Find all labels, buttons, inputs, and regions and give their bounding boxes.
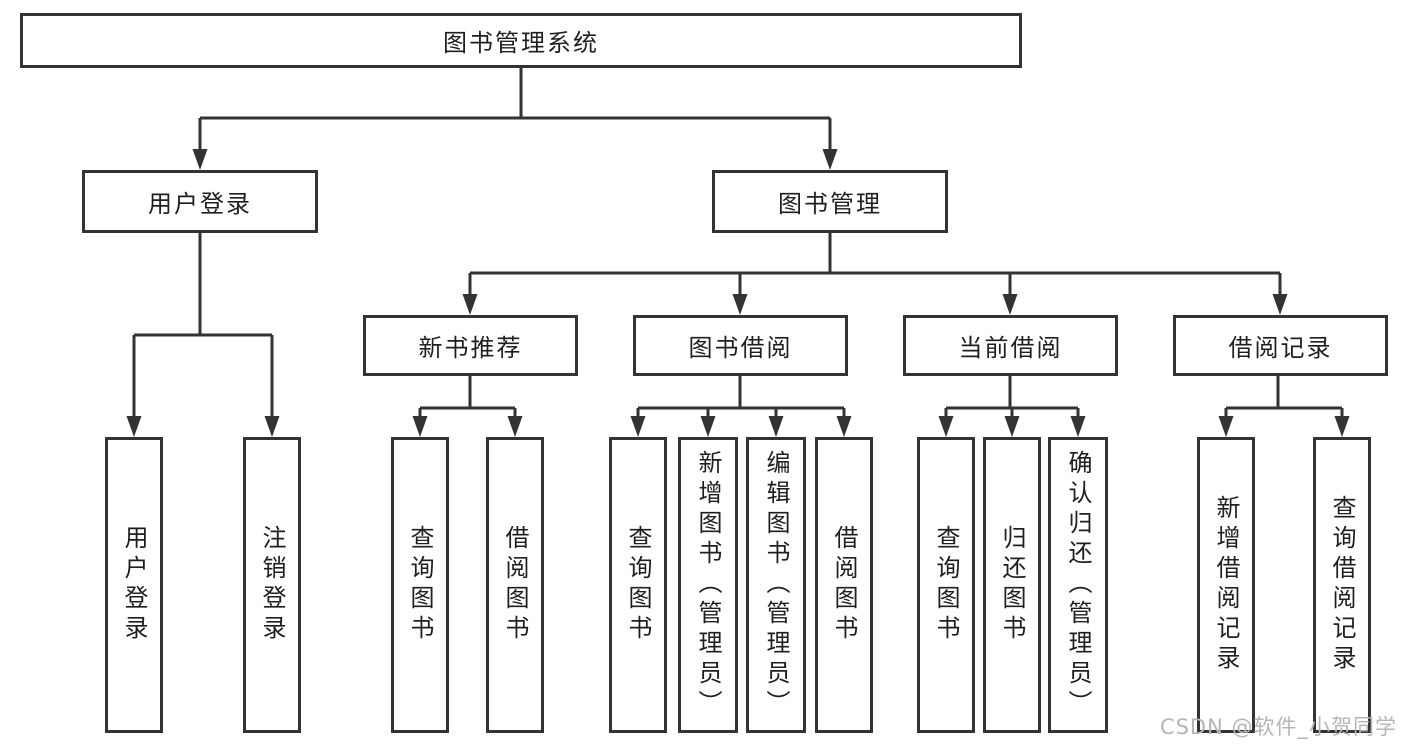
csdn-watermark: CSDN @软件_小贺同学 [1159, 715, 1397, 739]
node-leaf-return-book: 归还图书 [983, 437, 1041, 733]
node-leaf-borrow-book-1: 借阅图书 [486, 437, 544, 733]
tree-edges [132, 68, 1344, 418]
node-book-borrow: 图书借阅 [633, 315, 848, 376]
node-leaf-query-book-1: 查询图书 [391, 437, 449, 733]
node-leaf-query-borrow-record: 查询借阅记录 [1313, 437, 1371, 733]
node-leaf-borrow-book-2: 借阅图书 [815, 437, 873, 733]
node-user-login: 用户登录 [82, 170, 318, 233]
node-leaf-add-borrow-record: 新增借阅记录 [1197, 437, 1255, 733]
node-borrow-records: 借阅记录 [1173, 315, 1388, 376]
node-current-borrow: 当前借阅 [903, 315, 1118, 376]
node-leaf-user-login: 用户登录 [105, 437, 163, 733]
node-new-book-recommend: 新书推荐 [363, 315, 578, 376]
node-leaf-edit-book-admin: 编辑图书（管理员） [746, 437, 806, 733]
node-book-management: 图书管理 [712, 170, 948, 233]
node-leaf-add-book-admin: 新增图书（管理员） [678, 437, 738, 733]
node-leaf-logout: 注销登录 [243, 437, 301, 733]
node-leaf-confirm-return-admin: 确认归还（管理员） [1048, 437, 1108, 733]
node-leaf-query-book-3: 查询图书 [917, 437, 975, 733]
node-library-system: 图书管理系统 [20, 13, 1022, 68]
node-leaf-query-book-2: 查询图书 [609, 437, 667, 733]
